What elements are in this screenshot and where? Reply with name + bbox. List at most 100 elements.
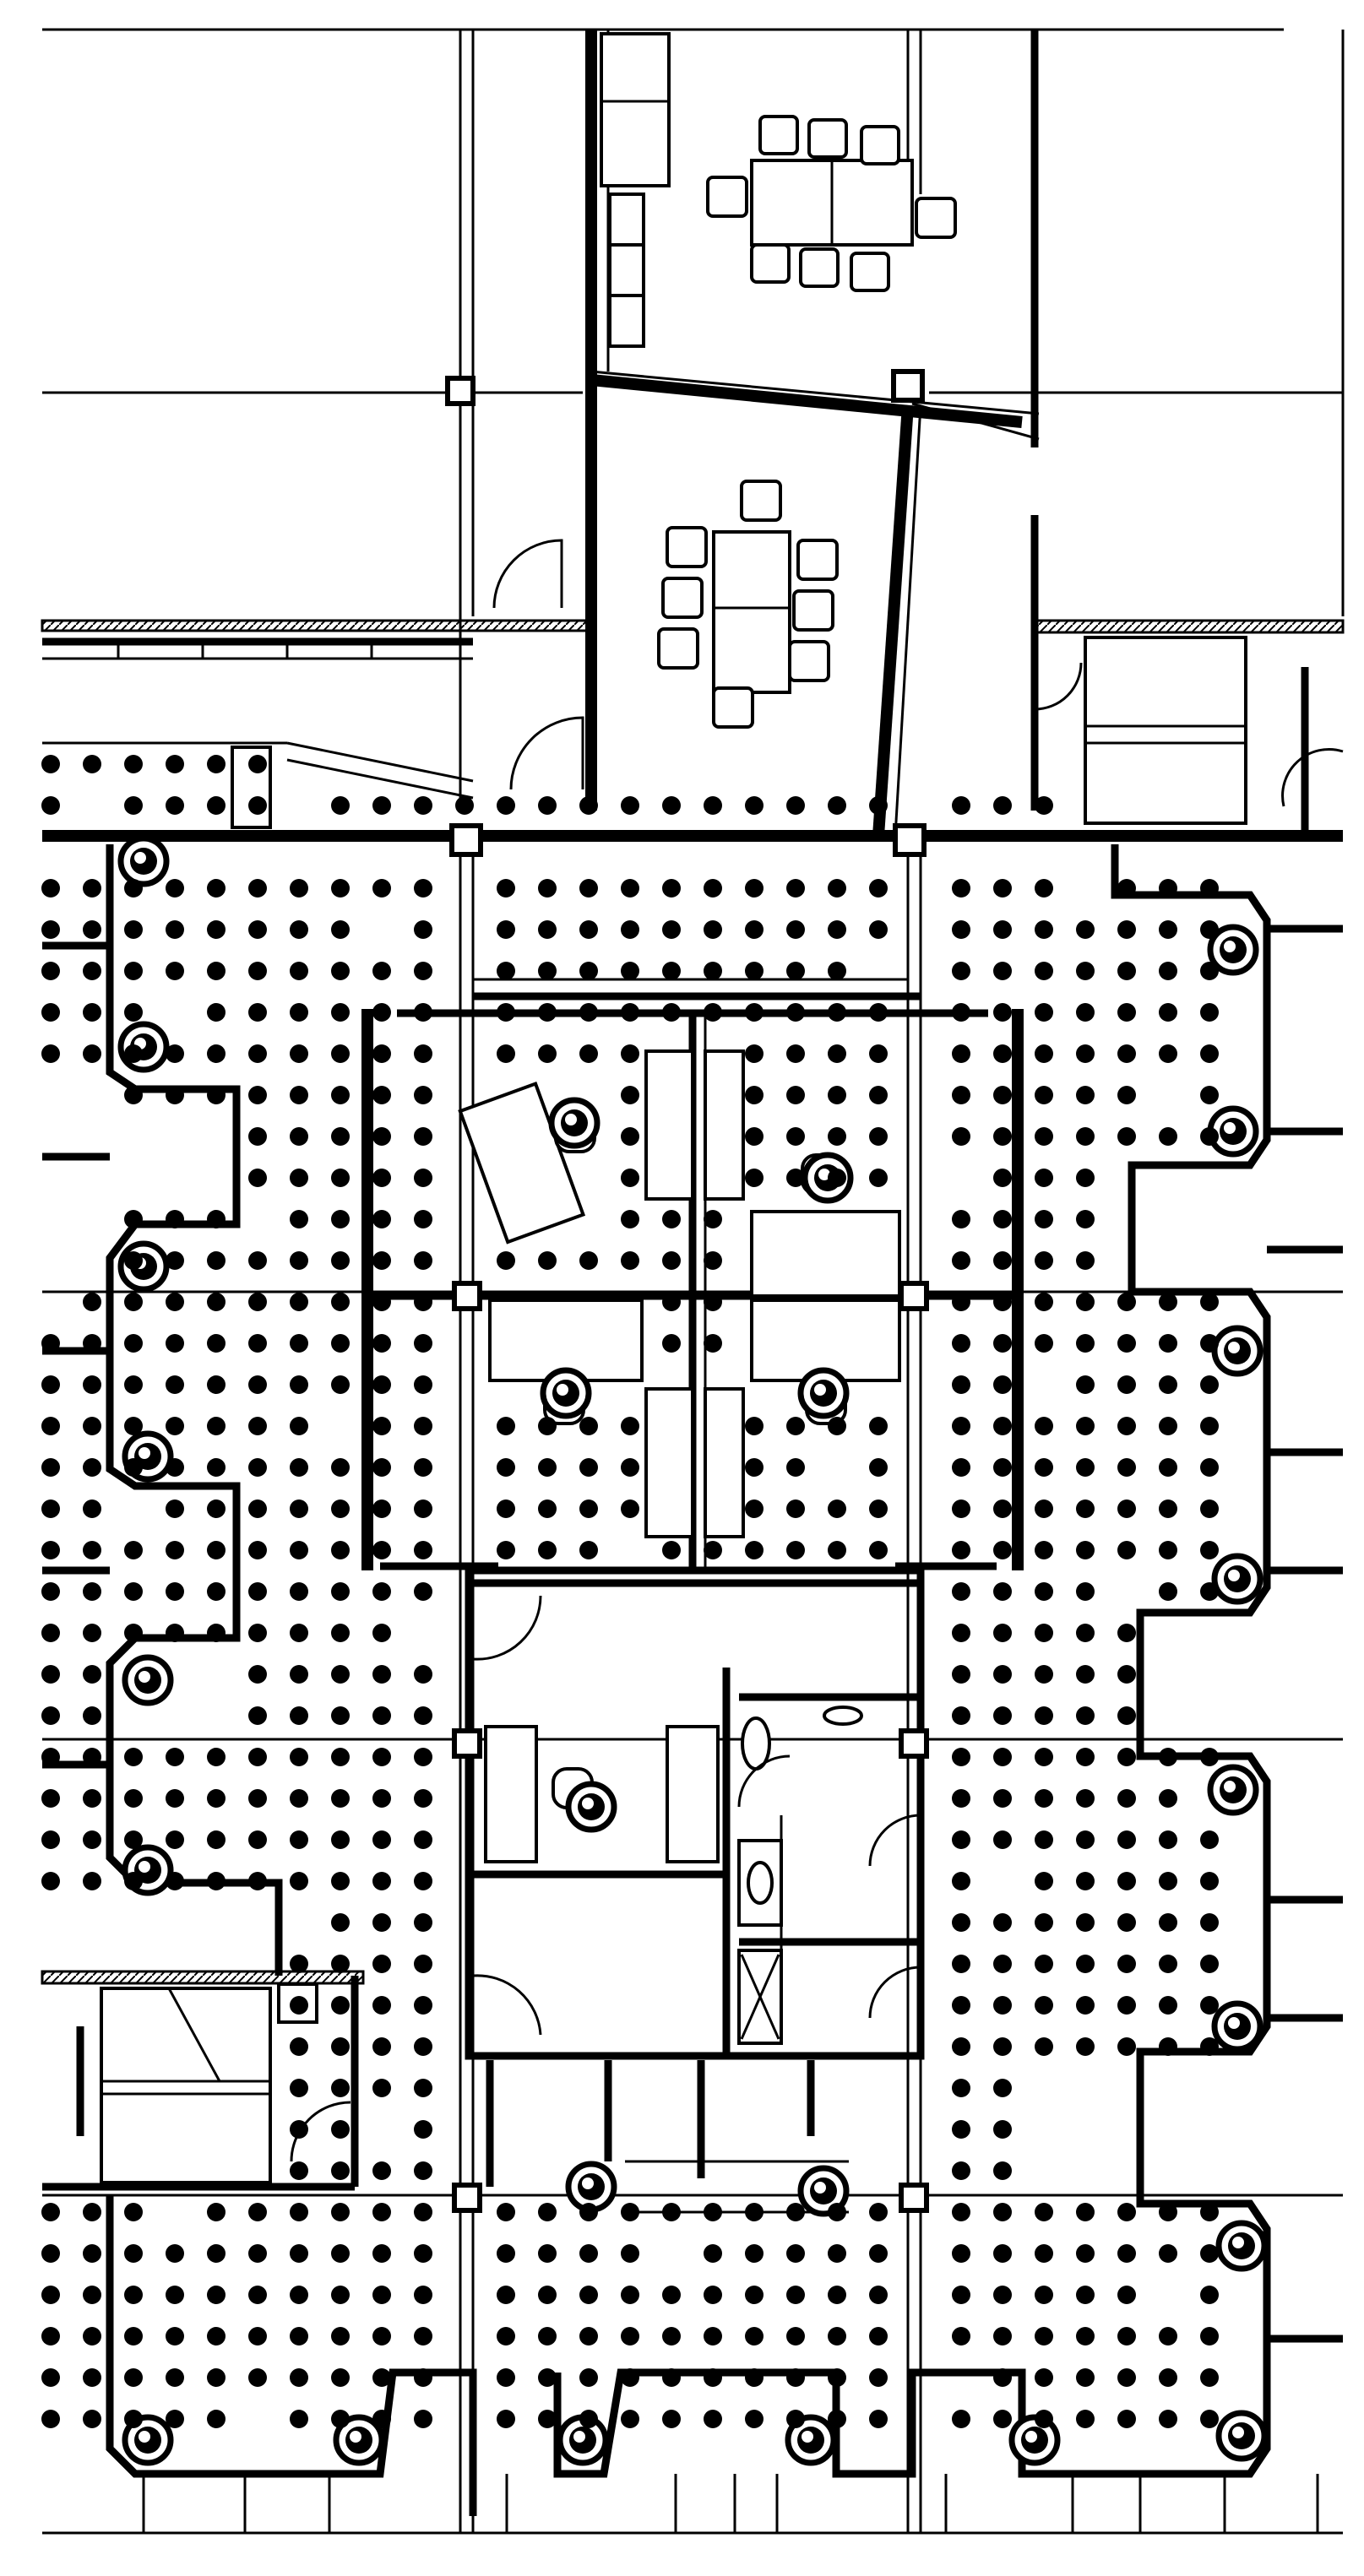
circle-x-icon bbox=[207, 1624, 226, 1642]
circle-x-icon bbox=[869, 2244, 888, 2263]
circle-x-icon bbox=[1200, 1375, 1219, 1394]
circle-x-icon bbox=[952, 1748, 970, 1766]
circle-x-icon bbox=[83, 1830, 101, 1849]
circle-x-icon bbox=[579, 1044, 598, 1063]
circle-x-icon bbox=[290, 2410, 308, 2428]
circle-x-icon bbox=[290, 1789, 308, 1808]
circle-x-icon bbox=[497, 1458, 515, 1477]
circle-x-icon bbox=[124, 962, 143, 980]
circle-x-icon bbox=[1035, 879, 1053, 898]
circle-x-icon bbox=[124, 1334, 143, 1353]
circle-x-icon bbox=[1159, 1996, 1177, 2015]
circle-x-icon bbox=[952, 962, 970, 980]
circle-x-icon bbox=[290, 1872, 308, 1890]
circle-x-icon bbox=[621, 2203, 639, 2221]
circle-x-icon bbox=[1076, 2327, 1095, 2346]
circle-x-icon bbox=[372, 1706, 391, 1725]
circle-x-icon bbox=[745, 1086, 764, 1104]
circle-x-icon bbox=[1200, 1541, 1219, 1559]
circle-x-icon bbox=[786, 1458, 805, 1477]
circle-x-icon bbox=[579, 2368, 598, 2387]
circle-x-icon bbox=[993, 1169, 1012, 1187]
circle-x-icon bbox=[124, 879, 143, 898]
circle-x-icon bbox=[1035, 962, 1053, 980]
circle-x-icon bbox=[993, 1582, 1012, 1601]
circle-x-icon bbox=[248, 1417, 267, 1435]
circle-x-icon bbox=[1035, 1582, 1053, 1601]
circle-x-icon bbox=[662, 1293, 681, 1311]
circle-x-icon bbox=[248, 1624, 267, 1642]
circle-x-icon bbox=[1076, 1996, 1095, 2015]
circle-x-icon bbox=[621, 2410, 639, 2428]
circle-x-icon bbox=[579, 1458, 598, 1477]
circle-x-icon bbox=[372, 1127, 391, 1146]
circle-x-icon bbox=[1200, 1458, 1219, 1477]
circle-x-icon bbox=[372, 2244, 391, 2263]
circle-x-icon bbox=[414, 2120, 432, 2139]
circle-x-icon bbox=[993, 1624, 1012, 1642]
circle-x-icon bbox=[331, 1458, 350, 1477]
circle-x-icon bbox=[248, 1334, 267, 1353]
circle-x-icon bbox=[1117, 1458, 1136, 1477]
circle-x-icon bbox=[372, 2037, 391, 2056]
circle-x-icon bbox=[579, 1500, 598, 1518]
circle-x-icon bbox=[331, 2327, 350, 2346]
circle-x-icon bbox=[1035, 1458, 1053, 1477]
circle-x-icon bbox=[1200, 1086, 1219, 1104]
circle-x-icon bbox=[372, 1003, 391, 1022]
circle-x-icon bbox=[1076, 2203, 1095, 2221]
circle-x-icon bbox=[1200, 1830, 1219, 1849]
circle-x-icon bbox=[1076, 1334, 1095, 1353]
circle-x-icon bbox=[248, 1748, 267, 1766]
circle-x-icon bbox=[331, 1003, 350, 1022]
circle-x-icon bbox=[869, 2327, 888, 2346]
circle-x-icon bbox=[166, 1086, 184, 1104]
circle-x-icon bbox=[248, 1044, 267, 1063]
circle-x-icon bbox=[828, 2244, 846, 2263]
circle-x-icon bbox=[538, 1500, 557, 1518]
circle-x-icon bbox=[993, 962, 1012, 980]
circle-x-icon bbox=[952, 1830, 970, 1849]
circle-x-icon bbox=[1200, 2037, 1219, 2056]
circle-x-icon bbox=[704, 1334, 722, 1353]
circle-x-icon bbox=[41, 879, 60, 898]
circle-x-icon bbox=[248, 1003, 267, 1022]
circle-x-icon bbox=[414, 1127, 432, 1146]
column-icon bbox=[1215, 2004, 1260, 2049]
circle-x-icon bbox=[745, 1500, 764, 1518]
circle-x-icon bbox=[1035, 1417, 1053, 1435]
circle-x-icon bbox=[83, 2244, 101, 2263]
circle-x-icon bbox=[41, 2203, 60, 2221]
circle-x-icon bbox=[952, 796, 970, 815]
circle-x-icon bbox=[41, 1334, 60, 1353]
circle-x-icon bbox=[124, 2244, 143, 2263]
circle-x-icon bbox=[1200, 962, 1219, 980]
circle-x-icon bbox=[869, 2203, 888, 2221]
circle-x-icon bbox=[993, 2161, 1012, 2180]
circle-x-icon bbox=[290, 1169, 308, 1187]
circle-x-icon bbox=[248, 1706, 267, 1725]
circle-x-icon bbox=[372, 1417, 391, 1435]
circle-x-icon bbox=[331, 2368, 350, 2387]
circle-x-icon bbox=[1117, 1293, 1136, 1311]
circle-x-icon bbox=[745, 1169, 764, 1187]
circle-x-icon bbox=[124, 2327, 143, 2346]
circle-x-icon bbox=[1076, 1830, 1095, 1849]
circle-x-icon bbox=[248, 1251, 267, 1270]
circle-x-icon bbox=[952, 2410, 970, 2428]
circle-x-icon bbox=[331, 1375, 350, 1394]
circle-x-icon bbox=[1076, 1003, 1095, 1022]
circle-x-icon bbox=[828, 1169, 846, 1187]
circle-x-icon bbox=[745, 1044, 764, 1063]
circle-x-icon bbox=[166, 1375, 184, 1394]
circle-x-icon bbox=[248, 1086, 267, 1104]
circle-x-icon bbox=[414, 1210, 432, 1228]
circle-x-icon bbox=[166, 1748, 184, 1766]
circle-x-icon bbox=[166, 879, 184, 898]
circle-x-icon bbox=[248, 962, 267, 980]
circle-x-icon bbox=[745, 962, 764, 980]
circle-x-icon bbox=[1159, 1541, 1177, 1559]
circle-x-icon bbox=[331, 1624, 350, 1642]
circle-x-icon bbox=[1200, 879, 1219, 898]
circle-x-icon bbox=[786, 1086, 805, 1104]
